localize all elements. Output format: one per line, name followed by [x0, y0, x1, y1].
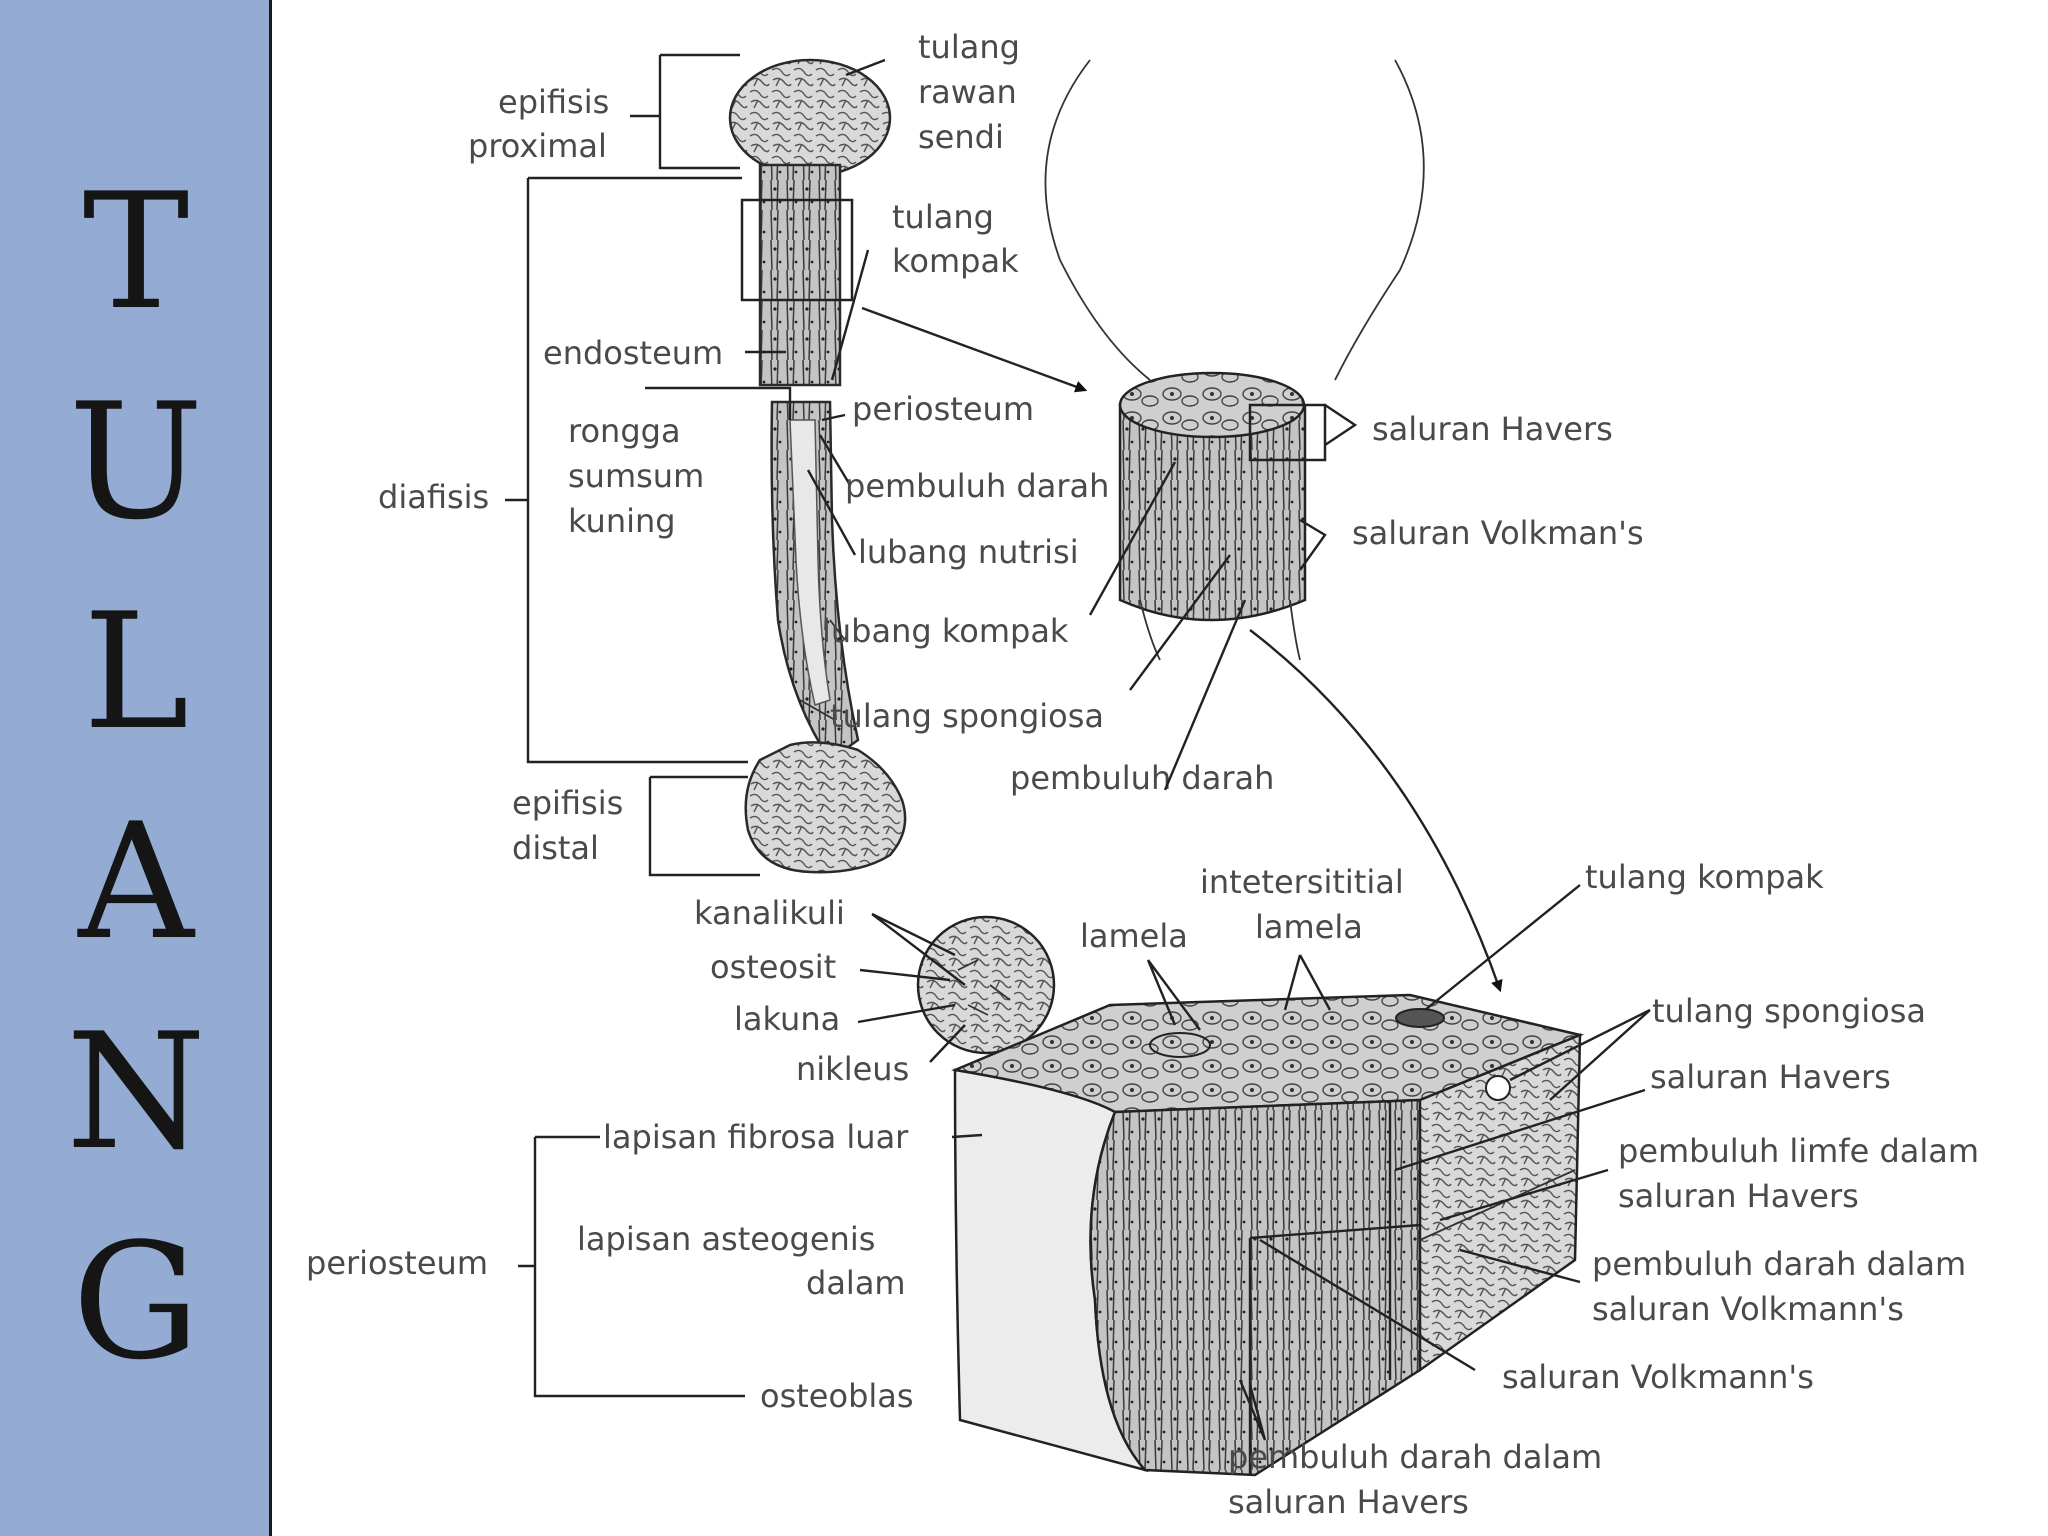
label-rongga-sumsum-3: kuning: [568, 502, 676, 540]
compact-bone-section: [861, 59, 1503, 993]
osteocyte-circle: [916, 915, 1056, 1055]
label-tulang-spongiosa-mid: tulang spongiosa: [830, 697, 1104, 735]
periosteum-layers: periosteum lapisan fibrosa luar lapisan …: [306, 1118, 983, 1415]
title-letter: G: [72, 1208, 200, 1395]
long-bone: [728, 58, 907, 874]
label-pembuluh-darah-volkmann-1: pembuluh darah dalam: [1592, 1245, 1966, 1283]
title-letter: A: [78, 788, 194, 975]
label-epifisis-distal-2: distal: [512, 829, 599, 867]
label-tulang-rawan-sendi-2: rawan: [918, 73, 1017, 111]
label-tulang-kompak-top-2: kompak: [892, 242, 1019, 280]
label-tulang-kompak-block: tulang kompak: [1585, 858, 1824, 896]
title-letter: N: [66, 998, 206, 1185]
label-diafisis: diafisis: [378, 478, 489, 516]
title-letter: T: [82, 158, 190, 345]
label-saluran-volkmans-top: saluran Volkman's: [1352, 514, 1644, 552]
label-lubang-nutrisi: lubang nutrisi: [858, 533, 1079, 571]
label-rongga-sumsum-1: rongga: [568, 412, 681, 450]
bone-block-labels: lamela intetersititial lamela tulang kom…: [1080, 858, 1979, 1521]
label-endosteum: endosteum: [543, 334, 723, 372]
osteocyte-detail: kanalikuli osteosit lakuna nikleus: [694, 894, 1056, 1088]
title-sidebar: T U L A N G: [0, 0, 272, 1536]
label-lamela: lamela: [1080, 917, 1188, 955]
bone-block-leaders: [1146, 884, 1651, 1441]
label-lubang-kompak: lubang kompak: [822, 612, 1069, 650]
bone-distal-end: [744, 741, 907, 874]
label-tulang-rawan-sendi-1: tulang: [918, 28, 1020, 66]
label-pembuluh-darah-mid: pembuluh darah: [845, 467, 1109, 505]
compact-section-labels: saluran Havers saluran Volkman's: [1352, 410, 1644, 552]
label-nikleus: nikleus: [796, 1050, 909, 1088]
label-kanalikuli: kanalikuli: [694, 894, 845, 932]
label-saluran-havers-block: saluran Havers: [1650, 1058, 1891, 1096]
label-rongga-sumsum-2: sumsum: [568, 457, 704, 495]
label-epifisis-distal-1: epifisis: [512, 784, 623, 822]
label-tulang-kompak-top-1: tulang: [892, 198, 994, 236]
label-tulang-rawan-sendi-3: sendi: [918, 118, 1004, 156]
bone-head: [728, 58, 892, 178]
label-saluran-havers-top: saluran Havers: [1372, 410, 1613, 448]
bone-shaft-upper: [758, 163, 842, 387]
block-front: [1089, 1098, 1422, 1477]
compact-bone-zoom-box: [740, 198, 854, 302]
compact-section-leaders: [1088, 404, 1358, 791]
label-lapisan-fibrosa: lapisan fibrosa luar: [603, 1118, 909, 1156]
label-pembuluh-darah-havers-2: saluran Havers: [1228, 1483, 1469, 1521]
label-pembuluh-limfe-2: saluran Havers: [1618, 1177, 1859, 1215]
title-letter: L: [82, 578, 190, 765]
label-lapisan-osteogenis-2: dalam: [806, 1264, 906, 1302]
label-interstitial-lamela-1: intetersititial: [1200, 863, 1404, 901]
label-interstitial-lamela-2: lamela: [1255, 908, 1363, 946]
label-tulang-spongiosa-block: tulang spongiosa: [1652, 992, 1926, 1030]
label-lakuna: lakuna: [734, 1000, 840, 1038]
label-pembuluh-limfe-1: pembuluh limfe dalam: [1618, 1132, 1979, 1170]
cylinder-zoom-box: [1248, 403, 1327, 462]
label-periosteum-mid: periosteum: [852, 390, 1034, 428]
cylinder-side: [1118, 403, 1307, 622]
label-epifisis-proximal-2: proximal: [468, 127, 607, 165]
label-lapisan-osteogenis-1: lapisan asteogenis: [577, 1220, 875, 1258]
title-letter: U: [68, 368, 204, 555]
label-periosteum-low: periosteum: [306, 1244, 488, 1282]
long-bone-leaders: [505, 53, 886, 877]
label-pembuluh-darah-volkmann-2: saluran Volkmann's: [1592, 1290, 1904, 1328]
long-bone-labels: epifisis proximal tulang rawan sendi tul…: [378, 28, 1274, 867]
label-osteosit: osteosit: [710, 948, 836, 986]
label-saluran-volkmanns-block: saluran Volkmann's: [1502, 1358, 1814, 1396]
bone-tissue-block: [951, 993, 1585, 1477]
label-epifisis-proximal-1: epifisis: [498, 83, 609, 121]
marrow-cavity: [789, 419, 831, 706]
label-pembuluh-darah-low: pembuluh darah: [1010, 759, 1274, 797]
label-osteoblas: osteoblas: [760, 1377, 914, 1415]
label-pembuluh-darah-havers-1: pembuluh darah dalam: [1228, 1438, 1602, 1476]
